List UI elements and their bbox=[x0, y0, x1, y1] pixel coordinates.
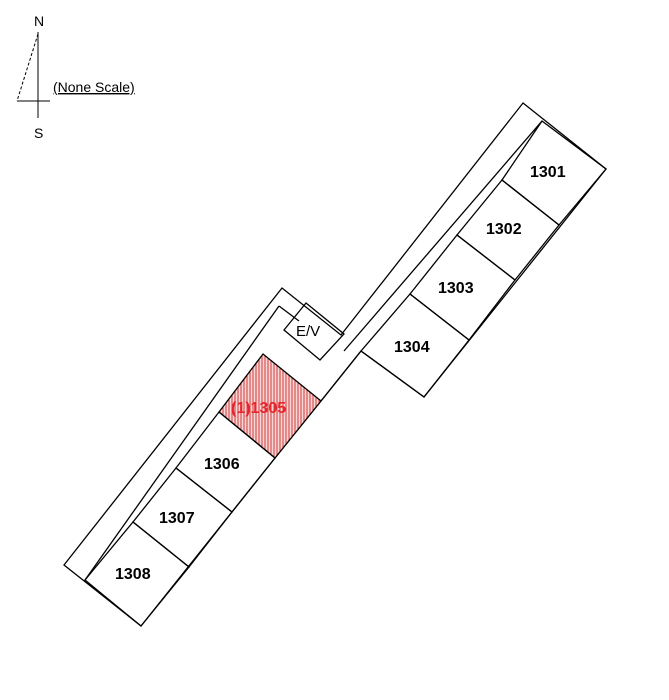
south-label: S bbox=[34, 125, 43, 141]
north-label: N bbox=[34, 13, 44, 29]
elevator-box bbox=[283, 302, 345, 361]
unit-1305-label: (1)1305 bbox=[231, 400, 286, 417]
compass: N S (None Scale) bbox=[16, 13, 135, 141]
unit-1302-label: 1302 bbox=[486, 221, 522, 238]
building-outline bbox=[63, 102, 607, 627]
scale-note: (None Scale) bbox=[53, 79, 135, 95]
unit-1308[interactable] bbox=[84, 521, 190, 627]
unit-1304-label: 1304 bbox=[394, 339, 430, 356]
corridor-edge bbox=[84, 305, 280, 581]
unit-1308-label: 1308 bbox=[115, 566, 151, 583]
unit-1307-label: 1307 bbox=[159, 510, 195, 527]
unit-1301-label: 1301 bbox=[530, 164, 566, 181]
unit-1304[interactable] bbox=[360, 293, 470, 398]
corridor-edge bbox=[343, 120, 543, 352]
unit-1306-label: 1306 bbox=[204, 456, 240, 473]
corridor-edge bbox=[278, 305, 300, 322]
corridor-edge bbox=[320, 350, 362, 402]
unit-1303-label: 1303 bbox=[438, 280, 474, 297]
elevator-label: E/V bbox=[296, 323, 320, 340]
